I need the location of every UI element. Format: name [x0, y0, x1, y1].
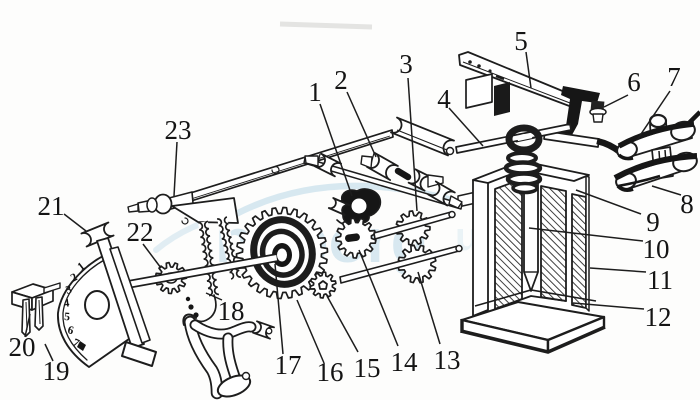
svg-text:7: 7	[667, 62, 681, 92]
svg-text:17: 17	[275, 350, 302, 380]
svg-text:5: 5	[514, 26, 528, 56]
svg-text:6: 6	[66, 324, 75, 337]
svg-text:21: 21	[38, 191, 65, 221]
svg-text:1: 1	[308, 77, 322, 107]
svg-text:18: 18	[218, 296, 245, 326]
svg-text:16: 16	[317, 357, 344, 387]
svg-text:23: 23	[165, 115, 192, 145]
svg-text:2: 2	[334, 65, 348, 95]
svg-text:4: 4	[63, 297, 70, 310]
svg-text:13: 13	[434, 345, 461, 375]
svg-text:22: 22	[127, 217, 154, 247]
svg-text:6: 6	[627, 67, 641, 97]
svg-text:15: 15	[354, 353, 381, 383]
svg-text:4: 4	[437, 84, 451, 114]
svg-text:19: 19	[43, 356, 70, 386]
svg-text:3: 3	[399, 49, 413, 79]
svg-text:20: 20	[9, 332, 36, 362]
svg-text:8: 8	[680, 189, 694, 219]
svg-text:5: 5	[64, 311, 71, 323]
svg-text:9: 9	[646, 207, 660, 237]
svg-text:10: 10	[643, 234, 670, 264]
svg-text:12: 12	[645, 302, 672, 332]
svg-text:14: 14	[391, 347, 419, 377]
svg-text:7: 7	[71, 337, 81, 350]
svg-text:11: 11	[647, 265, 673, 295]
svg-text:3: 3	[64, 284, 73, 297]
svg-text:2: 2	[69, 271, 80, 284]
